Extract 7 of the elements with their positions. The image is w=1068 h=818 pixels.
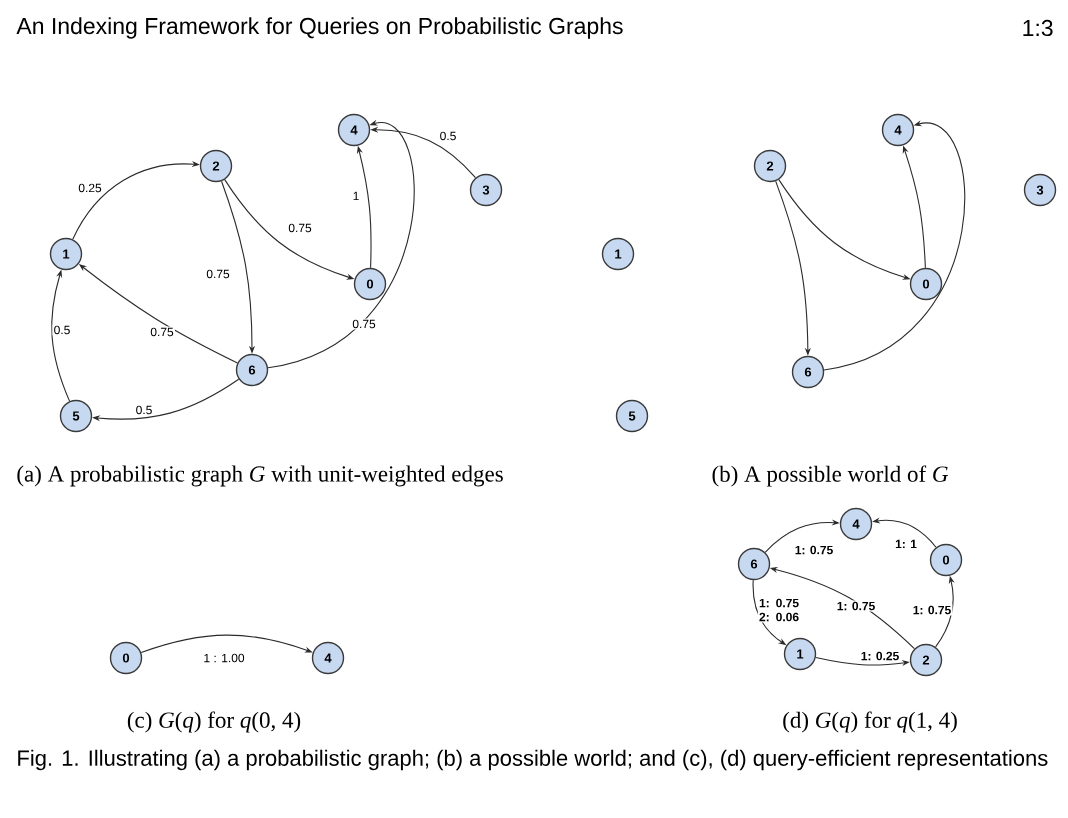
running-head: An Indexing Framework for Queries on Probabilistic Graphs bbox=[16, 17, 623, 39]
subfigure-caption: (d) G(q) for q(1, 4) bbox=[783, 711, 957, 733]
subfigure-caption: (c) G(q) for q(0, 4) bbox=[127, 711, 301, 733]
subfigure-caption: (a) A probabilistic graph G with unit-weighted edges bbox=[17, 465, 503, 487]
subfigure-caption: (b) A possible world of G bbox=[712, 465, 949, 487]
page-number: 1:3 bbox=[1023, 19, 1053, 37]
figure-caption: Fig. 1. Illustrating (a) a probabilistic graph; (b) a possible world; and (c), (d) query-efficient representations bbox=[18, 749, 1048, 771]
